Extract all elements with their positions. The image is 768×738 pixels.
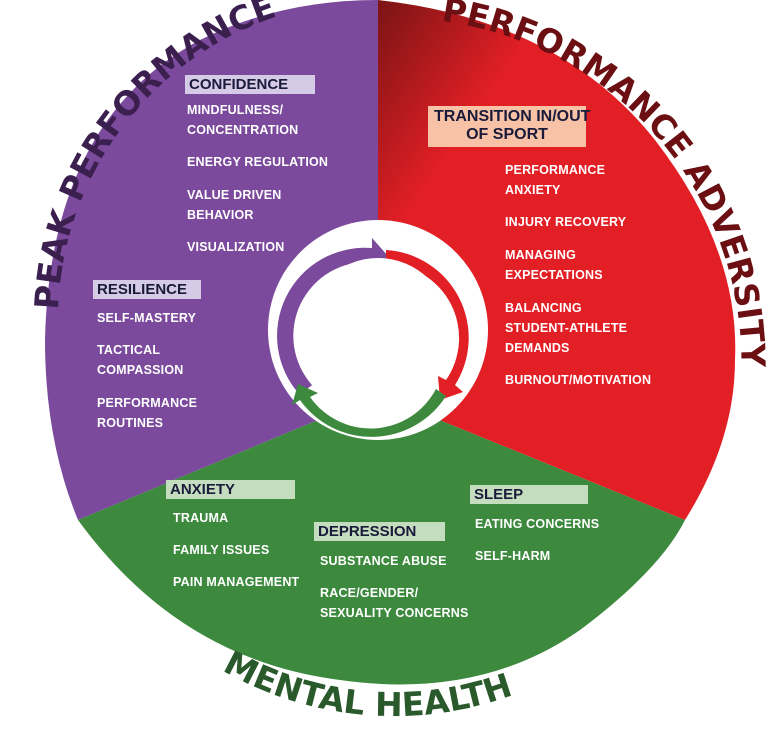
adversity-item-anxiety: PERFORMANCE ANXIETY	[505, 163, 606, 197]
depression-label: DEPRESSION	[314, 522, 445, 542]
red-cycle-arrow	[386, 250, 469, 400]
adversity-item-burnout: BURNOUT/MOTIVATION	[505, 373, 652, 387]
anxiety-label: ANXIETY	[166, 480, 295, 500]
adversity-item-balancing: BALANCING STUDENT-ATHLETE DEMANDS	[505, 301, 628, 355]
peak-item-tactical: TACTICAL COMPASSION	[97, 343, 184, 377]
mh-item-race: RACE/GENDER/ SEXUALITY CONCERNS	[320, 586, 469, 620]
green-cycle-arrow	[292, 384, 446, 437]
sleep-label: SLEEP	[470, 485, 588, 505]
peak-item-visualization: VISUALIZATION	[187, 240, 285, 254]
confidence-label: CONFIDENCE	[185, 75, 315, 95]
peak-item-mindfulness: MINDFULNESS/ CONCENTRATION	[187, 103, 299, 137]
mh-item-self-harm: SELF-HARM	[475, 549, 551, 563]
mh-item-substance: SUBSTANCE ABUSE	[320, 554, 447, 568]
resilience-label: RESILIENCE	[93, 280, 201, 300]
peak-item-routines: PERFORMANCE ROUTINES	[97, 396, 198, 430]
adversity-item-injury: INJURY RECOVERY	[505, 215, 627, 229]
mh-item-eating: EATING CONCERNS	[475, 517, 600, 531]
mh-item-pain: PAIN MANAGEMENT	[173, 575, 300, 589]
transition-label: TRANSITION IN/OUT OF SPORT	[428, 106, 590, 147]
mh-item-family: FAMILY ISSUES	[173, 543, 270, 557]
purple-cycle-arrow	[277, 238, 388, 395]
peak-item-self-mastery: SELF-MASTERY	[97, 311, 197, 325]
peak-item-energy: ENERGY REGULATION	[187, 155, 329, 169]
adversity-item-expectations: MANAGING EXPECTATIONS	[505, 248, 603, 282]
peak-item-value: VALUE DRIVEN BEHAVIOR	[187, 188, 282, 222]
mh-item-trauma: TRAUMA	[173, 511, 229, 525]
